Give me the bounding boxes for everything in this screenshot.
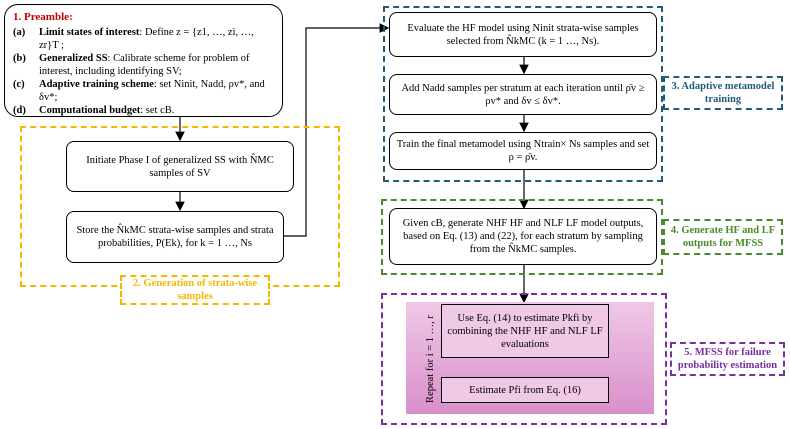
evaluate-hf-box: Evaluate the HF model using Ninit strata… xyxy=(389,12,657,57)
repeat-loop-label: Repeat for i = 1 …, r xyxy=(425,315,436,403)
preamble-item-c: (c) Adaptive training scheme: set Ninit,… xyxy=(13,79,265,103)
preamble-item-b: (b) Generalized SS: Calibrate scheme for… xyxy=(13,53,250,77)
train-metamodel-box: Train the final metamodel using Ntrain× … xyxy=(389,132,657,170)
preamble-item-a: (a) Limit states of interest: Define z =… xyxy=(13,27,254,51)
preamble-title: 1. Preamble: xyxy=(13,11,73,23)
estimate-pfi-box: Estimate Pfi from Eq. (16) xyxy=(441,377,609,403)
preamble-box: 1. Preamble: (a) Limit states of interes… xyxy=(4,4,283,117)
add-samples-box: Add Nadd samples per stratum at each ite… xyxy=(389,74,657,115)
section3-label: 3. Adaptive metamodel training xyxy=(663,76,783,110)
preamble-item-d: (d) Computational budget: set cB. xyxy=(13,105,175,116)
section2-label: 2. Generation of strata-wise samples xyxy=(120,275,270,305)
arrow-store-to-evaluate xyxy=(283,23,390,237)
section5-label: 5. MFSS for failure probability estimati… xyxy=(670,342,785,376)
generate-outputs-box: Given cB, generate NHF HF and NLF LF mod… xyxy=(389,208,657,265)
section3-frame xyxy=(383,6,663,182)
section4-frame xyxy=(381,199,663,275)
store-samples-box: Store the N̂kMC strata-wise samples and … xyxy=(66,211,284,263)
section5-frame xyxy=(381,293,667,425)
initiate-phase1-box: Initiate Phase I of generalized SS with … xyxy=(66,141,294,192)
estimate-pkfi-box: Use Eq. (14) to estimate Pkfi by combini… xyxy=(441,304,609,358)
section4-label: 4. Generate HF and LF outputs for MFSS xyxy=(663,219,783,255)
